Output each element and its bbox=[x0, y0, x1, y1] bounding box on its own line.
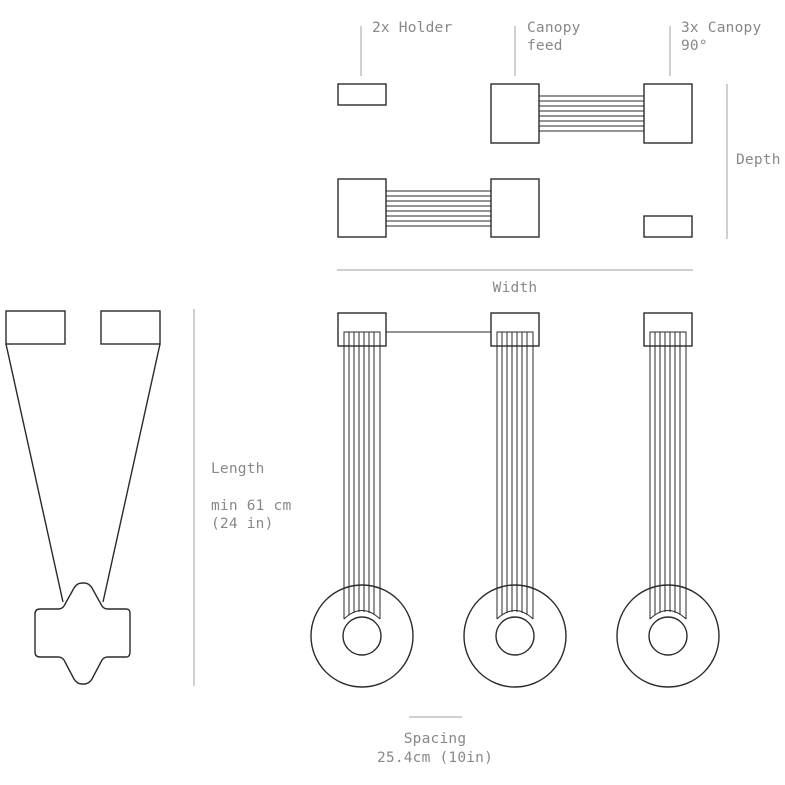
canopy-90-label-line-1: 3x Canopy bbox=[681, 20, 762, 36]
cable-bundle-upper bbox=[539, 95, 644, 132]
pendant-1-canopy bbox=[337, 312, 387, 347]
holder-top-left bbox=[337, 83, 387, 106]
pendant-3 bbox=[616, 312, 720, 688]
length-min-label-line-2: (24 in) bbox=[211, 516, 274, 532]
pendant-1-bulb bbox=[342, 616, 382, 656]
pendant-3-bulb bbox=[648, 616, 688, 656]
holder-bottom-right bbox=[643, 215, 693, 238]
canopy-90-top-right bbox=[643, 83, 693, 144]
pendant-2-shade bbox=[463, 584, 567, 688]
pendant-2-bulb bbox=[495, 616, 535, 656]
side-cable-left bbox=[5, 343, 64, 603]
canopy-90-label-line-2: 90° bbox=[681, 38, 708, 54]
pendant-2-cable-bundle bbox=[496, 332, 534, 620]
canopy-feed-top bbox=[490, 83, 540, 144]
pendant-1 bbox=[310, 312, 414, 688]
top-view bbox=[337, 26, 728, 271]
canopy-feed-label-line-2: feed bbox=[527, 38, 563, 54]
pendant-3-shade bbox=[616, 584, 720, 688]
canopy-90-left-bottom bbox=[337, 178, 387, 238]
length-min-label-line-1: min 61 cm bbox=[211, 498, 292, 514]
canopy-feed-label-line-1: Canopy bbox=[527, 20, 581, 36]
side-view bbox=[5, 309, 195, 686]
side-pendant-shape bbox=[34, 582, 131, 685]
length-label: Length bbox=[211, 461, 265, 477]
pendant-2-canopy bbox=[490, 312, 540, 347]
canopy-90-mid-bottom bbox=[490, 178, 540, 238]
pendant-3-canopy bbox=[643, 312, 693, 347]
pendant-3-cable-bundle bbox=[649, 332, 687, 620]
cable-bundle-lower bbox=[386, 190, 491, 227]
pendant-1-shade bbox=[310, 584, 414, 688]
side-cable-right bbox=[102, 343, 161, 603]
depth-label: Depth bbox=[736, 152, 781, 168]
front-view bbox=[310, 312, 720, 718]
width-label: Width bbox=[492, 280, 538, 296]
pendant-2 bbox=[463, 312, 567, 688]
spacing-label: Spacing bbox=[403, 731, 467, 747]
spacing-value-label: 25.4cm (10in) bbox=[376, 750, 494, 766]
side-holder-left bbox=[5, 310, 66, 345]
holder-label: 2x Holder bbox=[372, 20, 453, 36]
pendant-1-cable-bundle bbox=[343, 332, 381, 620]
side-holder-right bbox=[100, 310, 161, 345]
